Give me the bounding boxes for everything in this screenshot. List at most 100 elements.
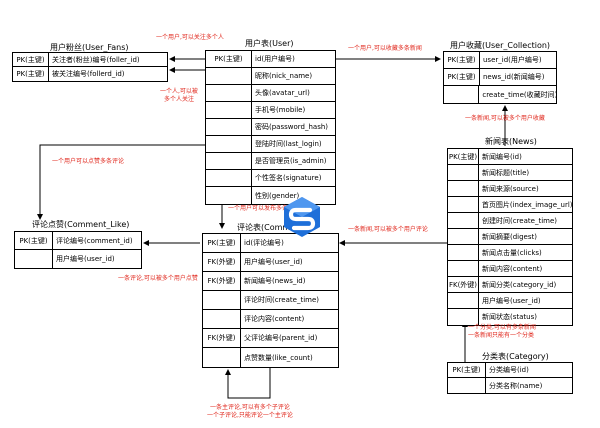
key-cell: FK(外键) [203, 329, 241, 347]
news-table: PK(主键)新闻编号(id) 新闻标题(title) 新闻来源(source) 首页图… [447, 148, 573, 326]
table-row: PK(主键)关注者(粉丝)编号(foller_id) [13, 53, 167, 67]
field-cell: 父评论编号(parent_id) [244, 334, 318, 342]
field-cell: id(用户编号) [255, 55, 295, 63]
field-cell: 评论时间(create_time) [244, 296, 319, 304]
note-comment-user: 一个用户可以发布多条评论 [228, 205, 301, 212]
field-cell: 被关注编号(follerd_id) [52, 70, 125, 78]
key-cell: PK(主键) [13, 67, 49, 81]
news-title: 新闻表(News) [485, 137, 537, 146]
table-row: 新闻摘要(digest) [448, 229, 572, 245]
user-collection-table: PK(主键)user_id(用户编号)PK(主键)news_id(新闻编号)cr… [443, 51, 557, 104]
table-row: PK(主键)评论编号(comment_id) [15, 232, 141, 250]
field-cell: 性别(gender) [255, 191, 300, 200]
note-collect-news: 一条新闻,可以被多个用户收藏 [465, 115, 545, 122]
field-cell: news_id(新闻编号) [483, 73, 545, 81]
key-cell [206, 136, 252, 152]
key-cell [448, 261, 479, 276]
key-cell [203, 291, 241, 309]
field-cell: 手机号(mobile) [255, 106, 306, 114]
key-cell: FK(外键) [203, 272, 241, 290]
key-cell [15, 250, 53, 268]
field-cell: 关注者(粉丝)编号(foller_id) [52, 55, 140, 64]
key-cell [203, 348, 241, 367]
key-cell [448, 245, 479, 260]
field-cell: 首页图片(index_image_url) [481, 200, 572, 209]
field-cell: user_id(用户编号) [483, 56, 542, 64]
table-row: 手机号(mobile) [206, 102, 335, 119]
user-fans-title: 用户粉丝(User_Fans) [50, 43, 129, 52]
field-cell: 密码(password_hash) [255, 123, 329, 131]
key-cell [206, 85, 252, 101]
like-user-arrow [37, 144, 205, 220]
key-cell: PK(主键) [448, 149, 479, 164]
table-row: create_time(收藏时间) [444, 86, 556, 103]
field-cell: 评论编号(comment_id) [56, 236, 133, 245]
field-cell: 新闻分类(category_id) [482, 280, 557, 289]
note-like-user: 一个用户可以点赞多条评论 [52, 158, 125, 165]
user-fans-table: PK(主键)关注者(粉丝)编号(foller_id)PK(主键)被关注编号(fo… [12, 52, 168, 82]
note-comment-news: 一条新闻,可以被多个用户评论 [348, 226, 428, 233]
key-cell [448, 197, 479, 212]
table-row: 是否管理员(is_admin) [206, 153, 335, 170]
field-cell: 昵称(nick_name) [255, 72, 313, 80]
key-cell [206, 170, 252, 186]
table-row: PK(主键)id(用户编号) [206, 51, 335, 68]
table-row: PK(主键)被关注编号(follerd_id) [13, 67, 167, 81]
field-cell: 新闻标题(title) [482, 168, 530, 177]
table-row: 评论内容(content) [203, 310, 338, 329]
key-cell: FK(外键) [203, 253, 241, 271]
field-cell: 用户编号(user_id) [56, 255, 115, 263]
field-cell: 登陆时间(last_login) [255, 140, 322, 148]
table-row: 新闻来源(source) [448, 181, 572, 197]
field-cell: 新闻来源(source) [482, 184, 539, 193]
field-cell: 新闻点击量(clicks) [482, 248, 542, 257]
field-cell: id(评论编号) [244, 239, 284, 247]
comment-title: 评论表(Comment) [237, 223, 307, 232]
comment-table: PK(主键)id(评论编号)FK(外键)用户编号(user_id)FK(外键)新… [202, 233, 339, 368]
table-row: 新闻标题(title) [448, 165, 572, 181]
key-cell [448, 378, 486, 393]
key-cell: PK(主键) [203, 234, 241, 252]
field-cell: 用户编号(user_id) [244, 258, 303, 266]
field-cell: create_time(收藏时间) [482, 90, 556, 99]
key-cell [206, 68, 252, 84]
category-table: PK(主键)分类编号(id)分类名称(name) [447, 362, 573, 394]
field-cell: 新闻编号(news_id) [244, 277, 306, 285]
table-row: FK(外键)用户编号(user_id) [203, 253, 338, 272]
category-title: 分类表(Category) [482, 352, 549, 361]
key-cell [206, 102, 252, 118]
key-cell [448, 293, 479, 308]
field-cell: 分类名称(name) [489, 381, 543, 390]
field-cell: 点赞数量(like_count) [244, 353, 313, 362]
field-cell: 是否管理员(is_admin) [255, 157, 327, 165]
table-row: FK(外键)父评论编号(parent_id) [203, 329, 338, 348]
field-cell: 新闻状态(status) [482, 313, 537, 321]
table-row: FK(外键)新闻编号(news_id) [203, 272, 338, 291]
table-row: PK(主键)新闻编号(id) [448, 149, 572, 165]
brand-s-logo-icon [284, 197, 320, 237]
comment-like-table: PK(主键)评论编号(comment_id) 用户编号(user_id) [14, 231, 142, 269]
table-row: 登陆时间(last_login) [206, 136, 335, 153]
table-row: 新闻状态(status) [448, 309, 572, 325]
table-row: 首页图片(index_image_url) [448, 197, 572, 213]
field-cell: 新闻编号(id) [482, 152, 522, 161]
table-row: 性别(gender) [206, 187, 335, 204]
comment-like-title: 评论点赞(Comment_Like) [32, 220, 130, 229]
table-row: 头像(avatar_url) [206, 85, 335, 102]
table-row: 昵称(nick_name) [206, 68, 335, 85]
key-cell [206, 187, 252, 204]
user-title: 用户表(User) [245, 39, 294, 48]
key-cell: PK(主键) [444, 69, 480, 85]
table-row: PK(主键)user_id(用户编号) [444, 52, 556, 69]
note-fans-1: 一个用户,可以关注多个人 [156, 34, 224, 41]
field-cell: 分类编号(id) [489, 366, 529, 374]
table-row: 评论时间(create_time) [203, 291, 338, 310]
table-row: 点赞数量(like_count) [203, 348, 338, 367]
note-category: 一个分类,可以有多条新闻 一条新闻只能有一个分类 [468, 324, 536, 339]
user-table: PK(主键)id(用户编号) 昵称(nick_name) 头像(avatar_url… [205, 50, 336, 205]
key-cell [448, 181, 479, 196]
table-row: 用户编号(user_id) [448, 293, 572, 309]
table-row: PK(主键)id(评论编号) [203, 234, 338, 253]
field-cell: 评论内容(content) [244, 315, 305, 323]
field-cell: 头像(avatar_url) [255, 89, 310, 97]
